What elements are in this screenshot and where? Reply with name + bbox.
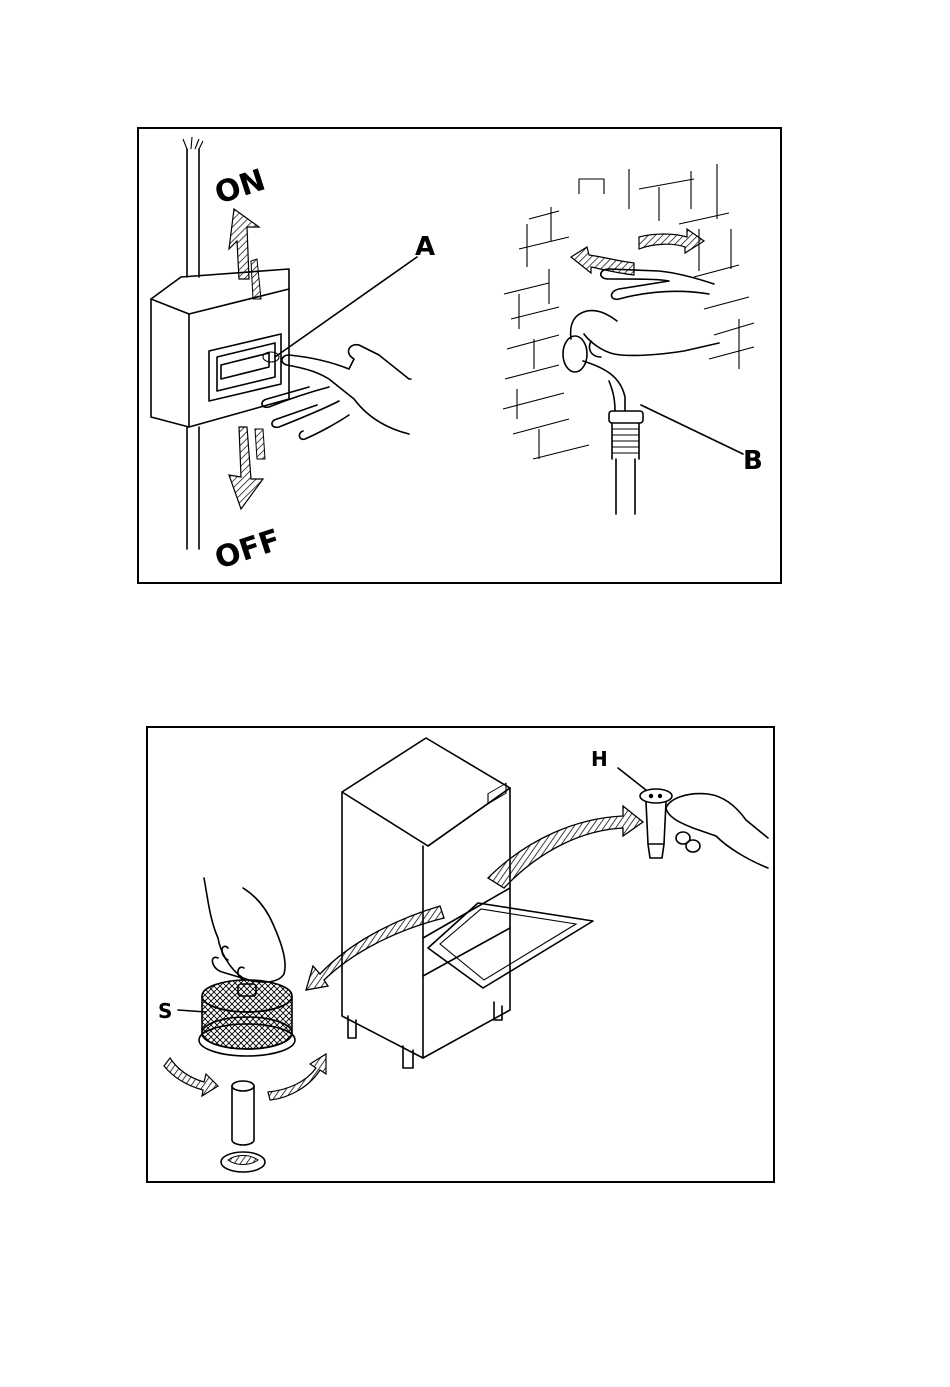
- figure-power-and-water: ON OFF A: [137, 127, 782, 584]
- tile-wall-icon: [503, 164, 754, 459]
- cable-icon: [183, 137, 203, 549]
- label-off: OFF: [211, 523, 285, 577]
- leader-a: [275, 257, 417, 357]
- valve-tap-icon: [563, 336, 643, 514]
- filter-icon: [199, 980, 295, 1056]
- figure-power-and-water-drawing: ON OFF A: [139, 129, 784, 586]
- label-s: S: [158, 999, 172, 1023]
- switch-box-icon: [151, 269, 289, 427]
- leader-h: [618, 768, 646, 790]
- curved-arrow-icon: [488, 806, 643, 888]
- rotate-arrow-icon: [164, 1054, 326, 1100]
- hand-icon: [204, 878, 285, 982]
- on-arrow-icon: [229, 209, 261, 299]
- hand-icon: [571, 269, 719, 357]
- hand-icon: [666, 794, 768, 868]
- hand-icon: [262, 345, 411, 440]
- leader-b: [641, 405, 743, 454]
- figure-filter-removal-drawing: H S: [148, 728, 777, 1185]
- overflow-pipe-icon: [640, 789, 672, 858]
- dishwasher-icon: [342, 738, 593, 1068]
- figure-filter-removal: H S: [146, 726, 775, 1183]
- label-on: ON: [211, 163, 270, 212]
- label-a: A: [415, 232, 435, 262]
- overflow-tube-icon: [221, 1081, 265, 1172]
- rotate-arrow-icon: [571, 229, 704, 275]
- label-h: H: [591, 747, 608, 771]
- label-b: B: [743, 446, 763, 476]
- off-arrow-icon: [229, 427, 265, 509]
